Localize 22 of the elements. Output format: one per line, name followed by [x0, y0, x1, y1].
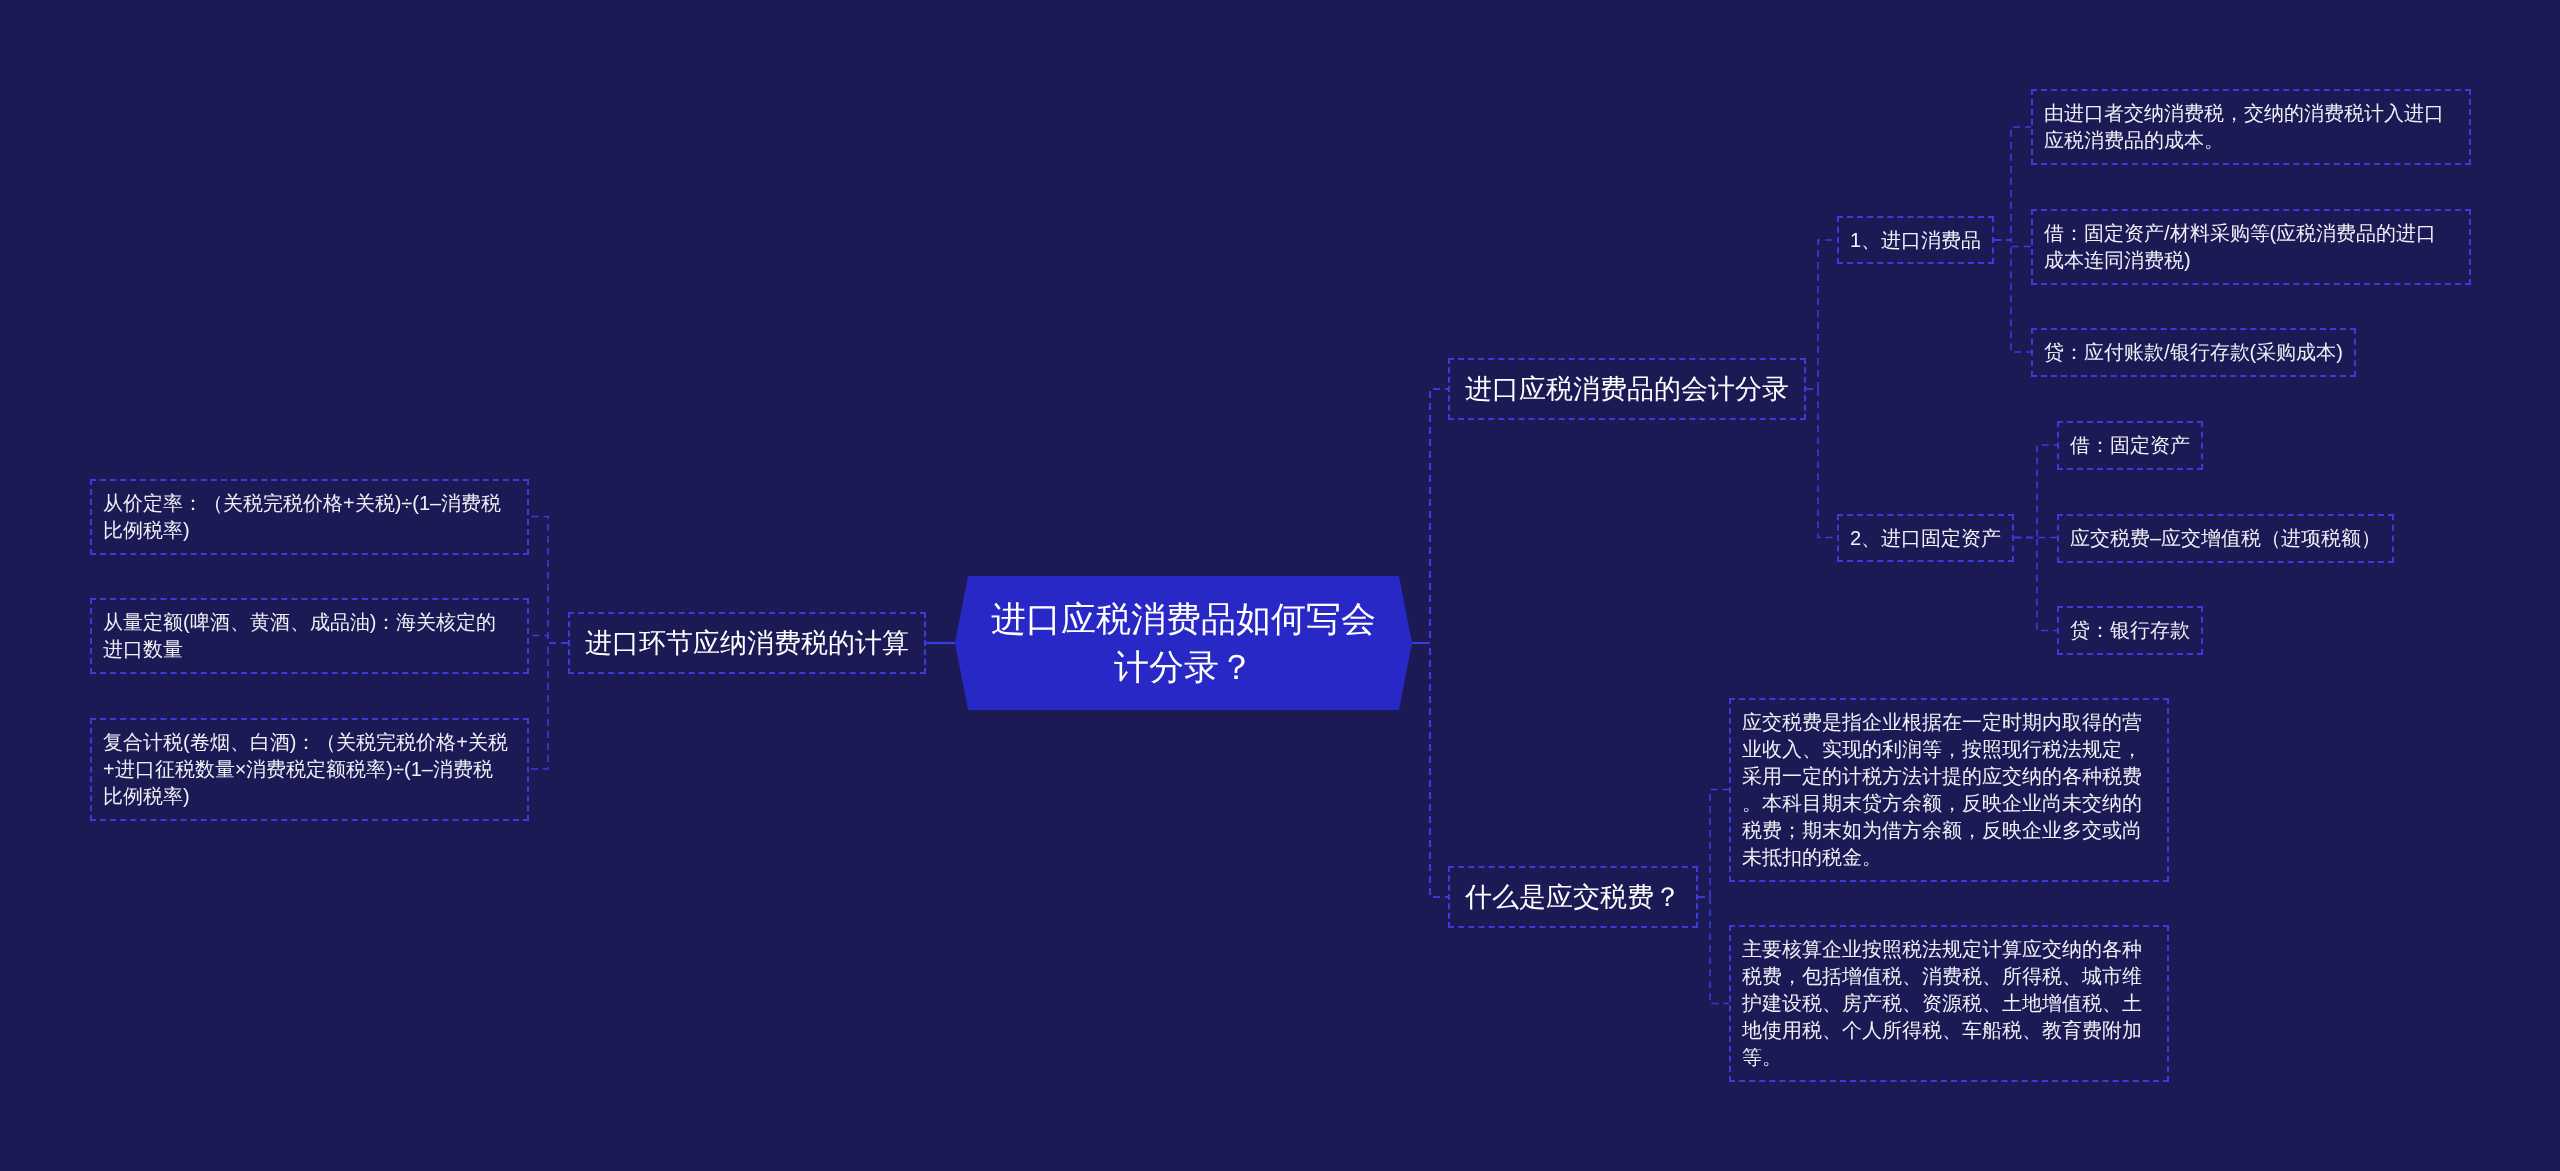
note-box: 复合计税(卷烟、白酒)：（关税完税价格+关税+进口征税数量×消费税定额税率)÷(1–消费税比例税率): [90, 717, 529, 821]
note-box: 主要核算企业按照税法规定计算应交纳的各种税费，包括增值税、消费税、所得税、城市维护建设税、房产税、资源税、土地增值税、土地使用税、个人所得税、车船税、教育费附加等。: [1729, 925, 2169, 1082]
note-box: 由进口者交纳消费税，交纳的消费税计入进口应税消费品的成本。: [2031, 89, 2471, 165]
subtopic-box: 1、进口消费品: [1837, 216, 1995, 264]
topic-box: 进口应税消费品的会计分录: [1448, 358, 1806, 420]
connector-line: [1993, 239, 2032, 353]
topic-box: 进口环节应纳消费税的计算: [568, 612, 926, 674]
note-box: 贷：银行存款: [2057, 606, 2203, 655]
note-box: 从价定率：（关税完税价格+关税)÷(1–消费税比例税率): [90, 478, 529, 555]
topic-box: 什么是应交税费？: [1448, 866, 1698, 928]
note-box: 应交税费是指企业根据在一定时期内取得的营业收入、实现的利润等，按照现行税法规定，采用一定的计税方法计提的应交纳的各种税费。本科目期末贷方余额，反映企业尚未交纳的税费；期末如为借方余额，反映企业多交或尚未抵扣的税金。: [1729, 697, 2169, 882]
note-box: 借：固定资产/材料采购等(应税消费品的进口成本连同消费税): [2031, 208, 2471, 285]
note-box: 借：固定资产: [2057, 420, 2203, 470]
note-box: 贷：应付账款/银行存款(采购成本): [2031, 327, 2356, 377]
connector-line: [1697, 896, 1730, 1005]
note-box: 从量定额(啤酒、黄酒、成品油)：海关核定的进口数量: [90, 597, 529, 674]
connector-line: [2013, 536, 2058, 632]
connector-line: [1412, 641, 1448, 899]
subtopic-box: 2、进口固定资产: [1837, 513, 2015, 562]
connector-line: [926, 641, 955, 645]
connector-line: [528, 642, 569, 770]
note-box: 应交税费–应交增值税（进项税额）: [2057, 513, 2395, 563]
